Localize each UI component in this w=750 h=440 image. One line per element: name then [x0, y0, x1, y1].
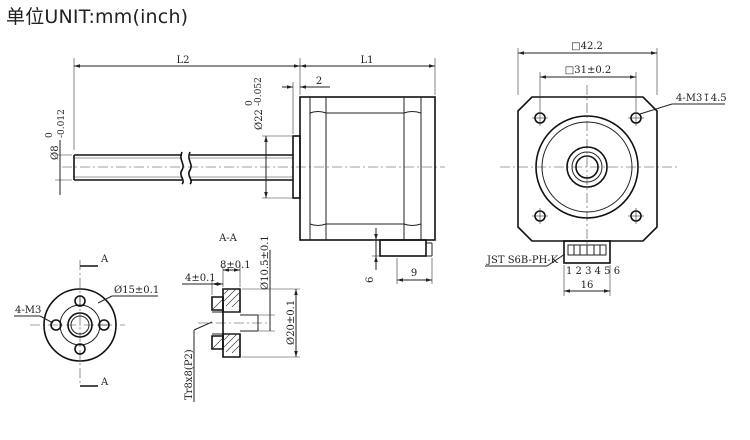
dim-10-5: Ø10.5±0.1 — [260, 235, 271, 290]
dim-shaft-tol-bot: -0.012 — [57, 109, 67, 138]
motor-body — [299, 96, 436, 241]
dim-9: 9 — [411, 268, 417, 279]
label-screw-holes: 4-M3↧4.5 — [676, 93, 727, 104]
lead-screw — [73, 151, 293, 185]
dim-square-31: □31±0.2 — [565, 65, 611, 76]
connector-pins: 1 2 3 4 5 6 — [566, 266, 620, 277]
label-connector: JST S6B-PH-K — [486, 255, 559, 266]
dim-square-42: □42.2 — [571, 41, 603, 52]
dim-boss-tol-bot: -0.052 — [254, 77, 264, 106]
dim-boss-dia: Ø22 — [254, 109, 265, 130]
label-thread: Tr8x8(P2) — [184, 349, 195, 400]
dim-shaft-tol-top: 0 — [45, 132, 55, 138]
dim-2: 2 — [316, 76, 322, 87]
side-view: L2 L1 2 Ø22 0 -0.052 Ø8 0 -0.012 6 — [45, 55, 445, 284]
nut-section-view: A-A 8±0.1 — [182, 233, 300, 402]
front-connector — [563, 240, 611, 264]
dim-6: 6 — [365, 277, 376, 283]
label-nut-circle: Ø15±0.1 — [114, 285, 159, 296]
dim-8: 8±0.1 — [220, 260, 251, 271]
dim-4: 4±0.1 — [185, 273, 216, 284]
front-view: □42.2 □31±0.2 4-M3↧4.5 1 2 3 4 5 6 JST S… — [485, 41, 727, 296]
dim-16: 16 — [581, 280, 594, 291]
dim-l2: L2 — [176, 55, 189, 66]
section-hatching — [212, 288, 241, 354]
section-mark-bottom: A — [100, 377, 109, 388]
mounting-holes — [532, 110, 644, 224]
dim-20: Ø20±0.1 — [286, 300, 297, 345]
side-connector — [379, 239, 433, 257]
label-nut-holes: 4-M3 — [15, 305, 41, 316]
dim-shaft-dia: Ø8 — [50, 145, 61, 160]
nut-front-view: A A 4-M3 Ø15±0.1 — [14, 254, 159, 388]
dim-l1: L1 — [360, 55, 373, 66]
section-mark-top: A — [100, 254, 109, 265]
section-title: A-A — [218, 233, 238, 244]
front-flange — [517, 96, 658, 242]
dim-boss-tol-top: 0 — [245, 100, 255, 106]
page-title: 单位UNIT:mm(inch) — [6, 6, 189, 28]
